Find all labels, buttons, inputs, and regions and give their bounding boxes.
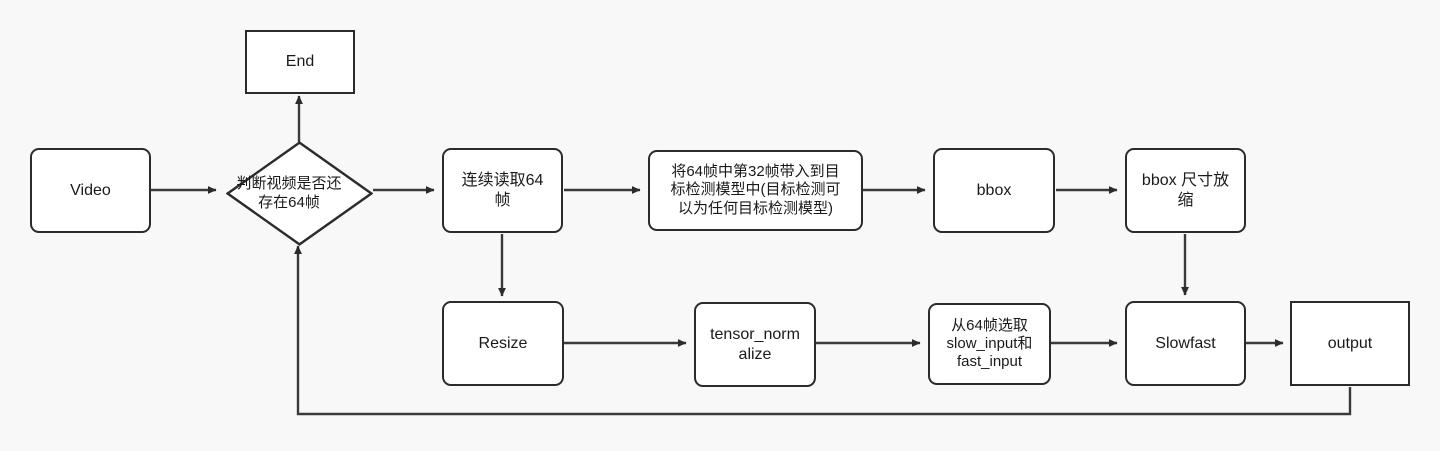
node-tensor-normalize[interactable]: tensor_norm alize	[694, 302, 816, 387]
node-bbox-scale-label: bbox 尺寸放 缩	[1141, 171, 1230, 209]
node-read64[interactable]: 连续读取64 帧	[442, 148, 563, 233]
node-end-label: End	[285, 53, 315, 71]
node-decision-label: 判断视频是否还 存在64帧	[236, 174, 342, 211]
diamond-shape	[226, 141, 373, 246]
node-read64-label: 连续读取64 帧	[461, 171, 544, 209]
node-detect[interactable]: 将64帧中第32帧带入到目 标检测模型中(目标检测可 以为任何目标检测模型)	[648, 150, 863, 231]
node-video[interactable]: Video	[30, 148, 151, 233]
node-tensor-normalize-label: tensor_norm alize	[710, 325, 800, 363]
node-bbox-scale[interactable]: bbox 尺寸放 缩	[1125, 148, 1246, 233]
node-select-inputs-label: 从64帧选取 slow_input和 fast_input	[946, 316, 1033, 371]
node-select-inputs[interactable]: 从64帧选取 slow_input和 fast_input	[928, 303, 1051, 385]
node-bbox[interactable]: bbox	[933, 148, 1055, 233]
edge-output-to-decision	[294, 245, 1352, 416]
node-resize-label: Resize	[478, 334, 528, 352]
node-slowfast[interactable]: Slowfast	[1125, 301, 1246, 386]
node-resize[interactable]: Resize	[442, 301, 564, 386]
node-output-label: output	[1327, 334, 1373, 352]
node-end[interactable]: End	[245, 30, 355, 94]
node-output[interactable]: output	[1290, 301, 1410, 386]
node-detect-label: 将64帧中第32帧带入到目 标检测模型中(目标检测可 以为任何目标检测模型)	[670, 163, 841, 217]
node-bbox-label: bbox	[976, 181, 1012, 199]
node-decision[interactable]: 判断视频是否还 存在64帧	[226, 141, 373, 246]
node-slowfast-label: Slowfast	[1155, 334, 1216, 352]
node-video-label: Video	[70, 181, 111, 199]
